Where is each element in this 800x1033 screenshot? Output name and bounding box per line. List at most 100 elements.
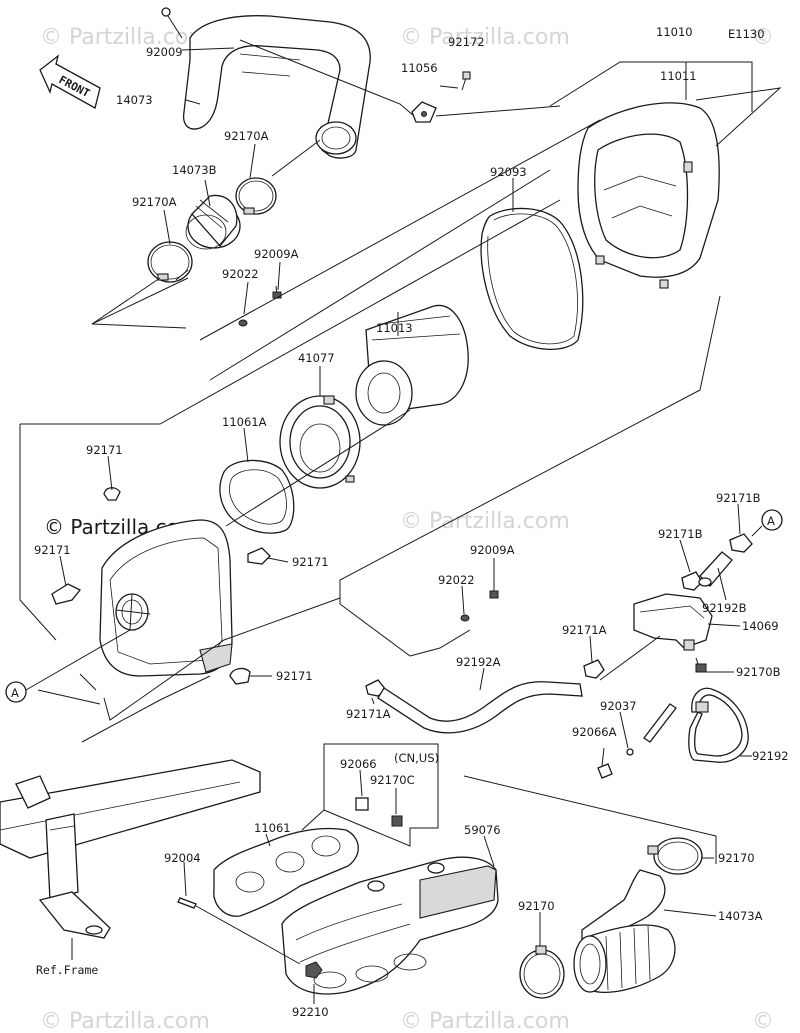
intake-manifold-59076: [281, 856, 499, 995]
bracket-11056: [411, 101, 437, 123]
watermark-7: ©: [752, 1009, 774, 1033]
label-92093: 92093: [490, 165, 527, 179]
screw-92009A-lower: [489, 586, 499, 599]
clamp-92170A-lower: [147, 241, 193, 283]
leader-lines: [19, 39, 782, 1004]
stud-92004: [177, 897, 197, 909]
clip-92171-right: [247, 547, 271, 565]
hose-92192A: [377, 681, 583, 734]
clip-92037-small: [626, 748, 634, 756]
label-14069: 14069: [742, 619, 779, 633]
clip-92171B-upper: [729, 533, 753, 553]
gasket-11061A: [219, 459, 295, 534]
label-14073: 14073: [116, 93, 153, 107]
label-11010: 11010: [656, 25, 693, 39]
label-92210: 92210: [292, 1005, 329, 1019]
label-92037: 92037: [600, 699, 637, 713]
label-92170-lower: 92170: [518, 899, 555, 913]
clamp-92170-lower: [519, 945, 565, 999]
plug-92066: [355, 797, 369, 811]
label-92171A-left: 92171A: [346, 707, 391, 721]
clamp-92170B: [695, 663, 707, 673]
hose-92192B: [698, 551, 733, 587]
label-92171-left: 92171: [34, 543, 71, 557]
label-92066: 92066: [340, 757, 377, 771]
screw-92009: [161, 7, 183, 39]
label-92171B-lower: 92171B: [658, 527, 703, 541]
clip-92171A-right: [583, 659, 605, 679]
watermark-2: © Partzilla.com: [400, 25, 570, 50]
air-box-11011: [577, 102, 720, 289]
washer-92022-lower: [460, 614, 470, 622]
clip-92066A: [597, 763, 613, 779]
hose-92192: [688, 687, 749, 763]
label-92022-upper: 92022: [222, 267, 259, 281]
label-92171A-right: 92171A: [562, 623, 607, 637]
label-41077: 41077: [298, 351, 335, 365]
connector-a-right: A: [761, 509, 783, 531]
holder-41077: [279, 395, 361, 489]
washer-92022-upper: [238, 319, 248, 327]
label-92170-upper: 92170: [718, 851, 755, 865]
air-cleaner-case-11010: [99, 519, 233, 677]
separator-14069: [633, 593, 713, 651]
clip-92171-bottom: [229, 667, 251, 685]
part-labels: 92009 14073 92172 11056 11010 11011 9217…: [34, 25, 789, 1019]
tube-92037: [643, 703, 677, 743]
label-92170C: 92170C: [370, 773, 415, 787]
region-note: (CN,US): [394, 751, 439, 765]
bolt-92172: [461, 71, 471, 91]
clamp-92170C: [391, 815, 403, 827]
label-11013: 11013: [376, 321, 413, 335]
label-92192A: 92192A: [456, 655, 501, 669]
clip-92171B-lower: [681, 571, 703, 591]
label-92171B-upper: 92171B: [716, 491, 761, 505]
label-92172: 92172: [448, 35, 485, 49]
seal-92093: [480, 207, 584, 351]
diagram-code: E1130: [728, 27, 765, 41]
label-ref-frame: Ref.Frame: [36, 963, 98, 977]
watermarks: © Partzilla.com © Partzilla.com © Partzi…: [40, 25, 774, 1033]
front-arrow: FRONT: [39, 54, 101, 109]
label-92004: 92004: [164, 851, 201, 865]
label-92009A-upper: 92009A: [254, 247, 299, 261]
clip-92171-left: [51, 583, 82, 605]
label-92170A-lower: 92170A: [132, 195, 177, 209]
clamp-92170-upper: [647, 837, 703, 875]
label-59076: 59076: [464, 823, 501, 837]
label-92009A-lower: 92009A: [470, 543, 515, 557]
nut-92210: [305, 961, 323, 979]
label-92171-right: 92171: [292, 555, 329, 569]
label-92171-bottom: 92171: [276, 669, 313, 683]
coupler-14073B: [185, 194, 241, 250]
connector-a-left: A: [5, 681, 27, 703]
label-14073A: 14073A: [718, 909, 763, 923]
duct-14073A: [573, 869, 676, 993]
watermark-6: ©: [752, 25, 774, 50]
label-92170A-upper: 92170A: [224, 129, 269, 143]
clip-92171-upper: [103, 487, 121, 501]
connector-a-right-label: A: [767, 514, 775, 528]
watermark-5: © Partzilla.com: [400, 1009, 570, 1033]
label-11061A: 11061A: [222, 415, 267, 429]
label-11011: 11011: [660, 69, 697, 83]
label-92171-upper: 92171: [86, 443, 123, 457]
label-92009: 92009: [146, 45, 183, 59]
clamp-92170A-upper: [235, 177, 277, 215]
label-92170B: 92170B: [736, 665, 781, 679]
watermark-1: © Partzilla.com: [40, 25, 210, 50]
label-11056: 11056: [401, 61, 438, 75]
label-92192: 92192: [752, 749, 789, 763]
label-92066A: 92066A: [572, 725, 617, 739]
connector-a-left-label: A: [11, 686, 19, 700]
watermark-4: © Partzilla.com: [40, 1009, 210, 1033]
gasket-11061: [213, 827, 359, 917]
label-11061: 11061: [254, 821, 291, 835]
watermark-3: © Partzilla.com: [400, 509, 570, 534]
label-14073B: 14073B: [172, 163, 217, 177]
label-92192B: 92192B: [702, 601, 747, 615]
frame-ref: [0, 759, 261, 939]
filter-element-11013: [355, 304, 469, 426]
intake-duct-14073: [182, 15, 371, 159]
